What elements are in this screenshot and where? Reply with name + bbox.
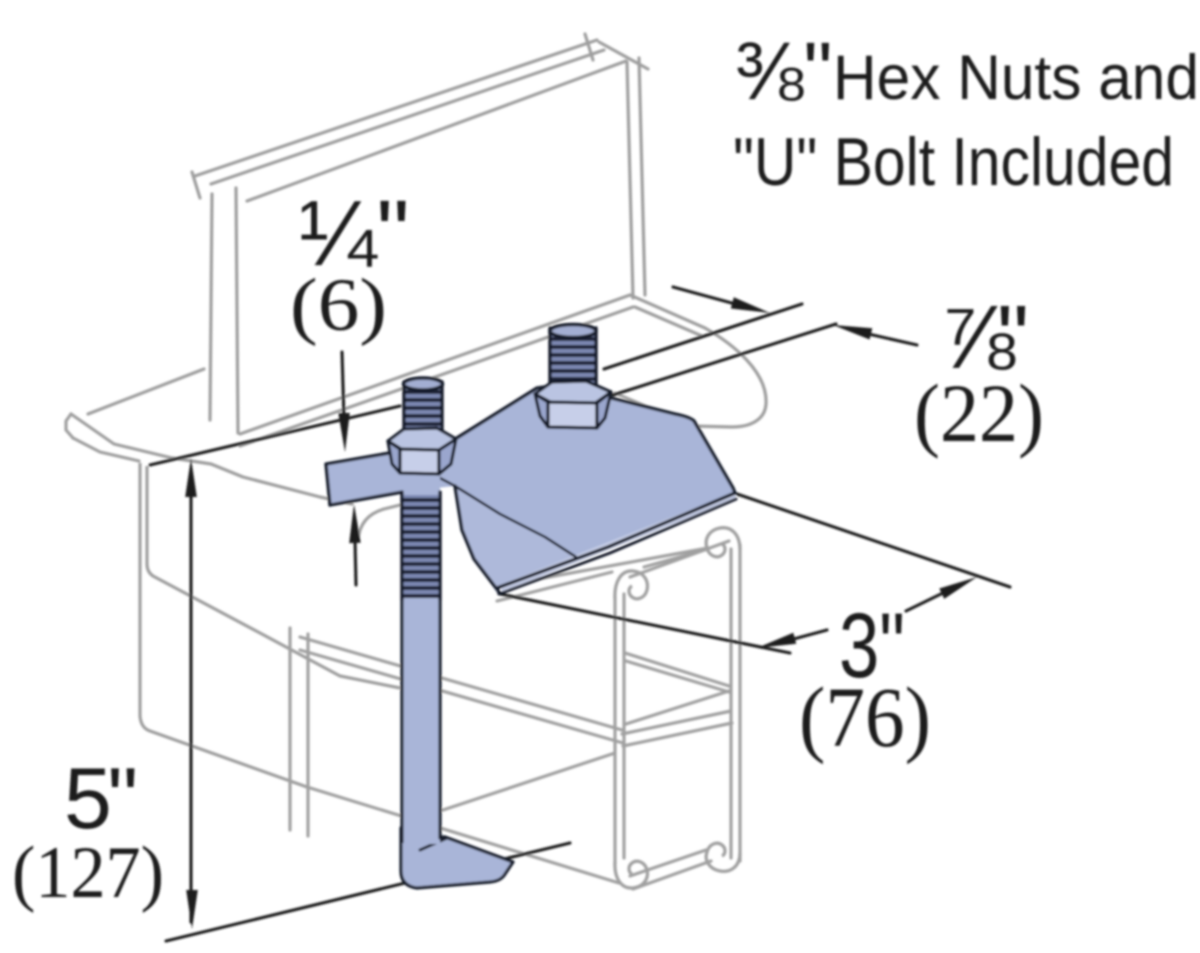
svg-text:"U" Bolt Included: "U" Bolt Included — [733, 124, 1174, 200]
svg-text:(6): (6) — [290, 264, 387, 347]
svg-text:⅜": ⅜" — [735, 26, 833, 117]
svg-text:(22): (22) — [914, 367, 1044, 459]
svg-text:⅞": ⅞" — [940, 288, 1029, 388]
svg-text:(76): (76) — [799, 669, 931, 765]
svg-text:3": 3" — [839, 595, 905, 697]
svg-text:Hex Nuts and: Hex Nuts and — [833, 43, 1199, 113]
svg-text:(127): (127) — [12, 832, 164, 914]
svg-text:¼": ¼" — [299, 181, 410, 285]
svg-text:5": 5" — [64, 751, 138, 847]
